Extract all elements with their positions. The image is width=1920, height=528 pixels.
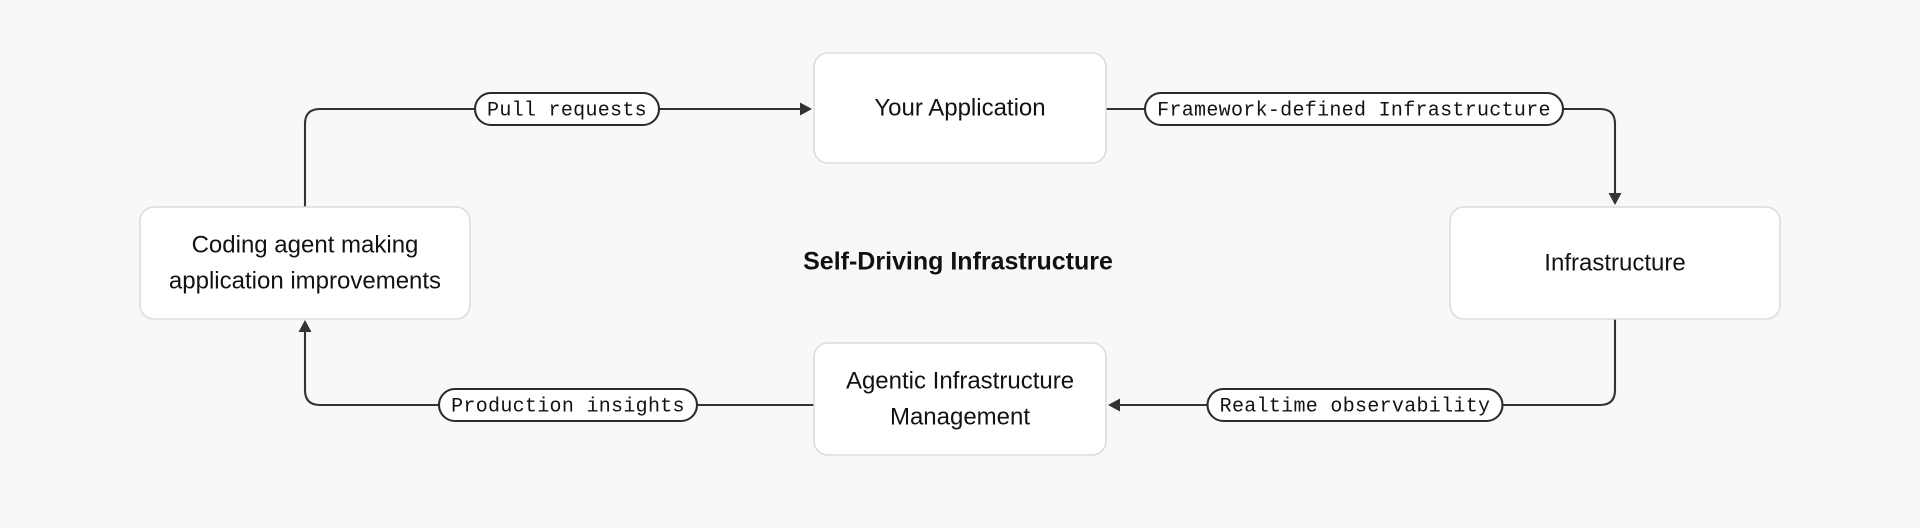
node-label: Infrastructure (1544, 249, 1685, 276)
edge-line (303, 332, 814, 407)
edge-label-text: Framework-defined Infrastructure (1157, 99, 1551, 122)
edge-label-pill (473, 91, 661, 127)
edge-label-text: Realtime observability (1220, 395, 1491, 418)
edges-layer (298, 102, 1622, 412)
edge-label-pill (437, 387, 699, 423)
edge-infrastructure-to-agentic-management (1108, 319, 1617, 412)
node-label-line2: application improvements (169, 267, 441, 294)
edge-coding-agent-to-your-application (303, 102, 812, 207)
node-label: Your Application (874, 94, 1045, 121)
node-coding-agent[interactable]: Coding agent making application improveme… (139, 206, 471, 320)
arrow-head-icon (800, 102, 812, 116)
edge-label-framework-defined-infrastructure: Framework-defined Infrastructure (1143, 91, 1565, 127)
page-title: Self-Driving Infrastructure (803, 248, 1113, 276)
edge-label-text: Pull requests (487, 99, 647, 122)
edge-line (1106, 107, 1617, 193)
edge-line (303, 107, 800, 207)
arrow-head-icon (1608, 193, 1622, 205)
edge-label-realtime-observability: Realtime observability (1206, 387, 1504, 423)
edge-your-application-to-infrastructure (1106, 107, 1622, 205)
edge-labels-layer: Pull requests Framework-defined Infrastru… (437, 91, 1565, 423)
edge-label-pill (1143, 91, 1565, 127)
edge-label-text: Production insights (451, 395, 685, 418)
node-your-application[interactable]: Your Application (813, 52, 1107, 164)
node-box (813, 342, 1107, 456)
node-label-line1: Coding agent making (192, 231, 419, 258)
edge-line (1120, 319, 1617, 407)
node-box (813, 52, 1107, 164)
node-label-line1: Agentic Infrastructure (846, 367, 1074, 394)
node-box (1449, 206, 1781, 320)
edge-agentic-management-to-coding-agent (298, 320, 814, 407)
arrow-head-icon (298, 320, 312, 332)
node-box (139, 206, 471, 320)
node-label-line2: Management (890, 403, 1030, 430)
edge-label-pill (1206, 387, 1504, 423)
arrow-head-icon (1108, 398, 1120, 412)
edge-label-production-insights: Production insights (437, 387, 699, 423)
nodes-layer: Coding agent making application improveme… (139, 52, 1781, 456)
edge-label-pull-requests: Pull requests (473, 91, 661, 127)
node-infrastructure[interactable]: Infrastructure (1449, 206, 1781, 320)
